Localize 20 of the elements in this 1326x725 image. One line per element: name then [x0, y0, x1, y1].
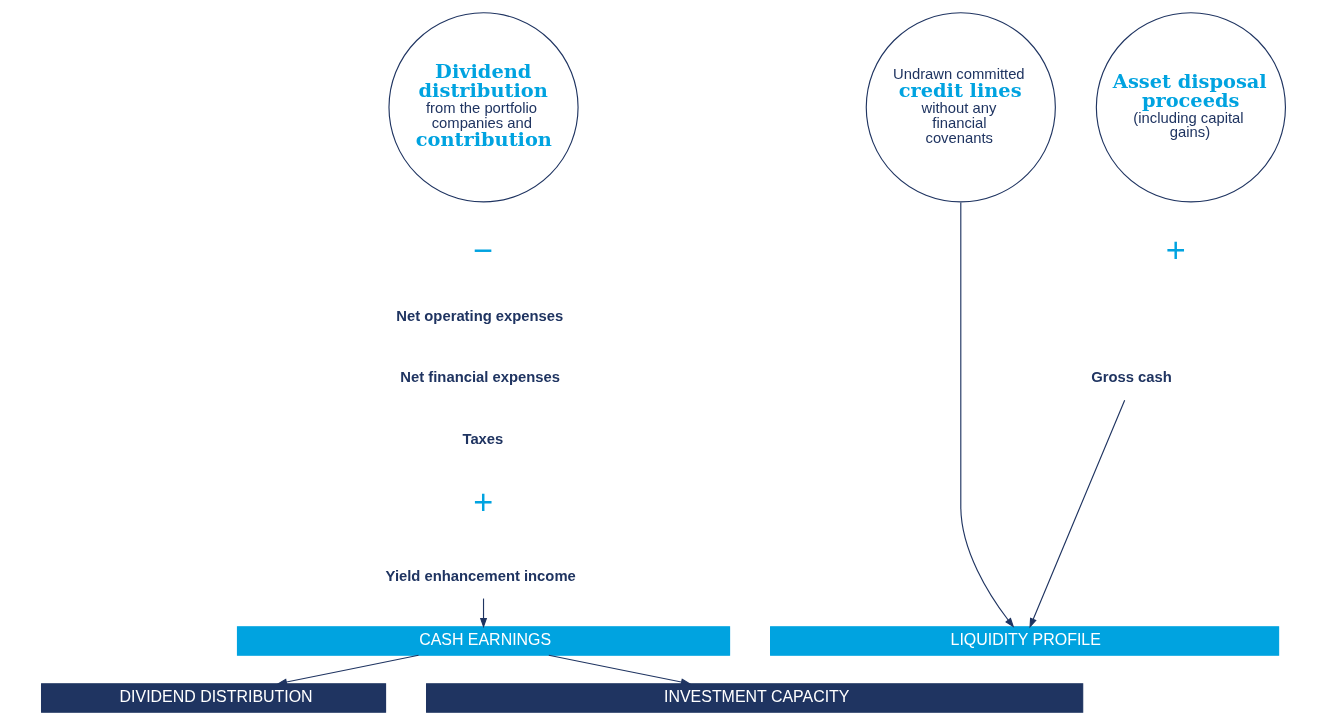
- node-text: Gross cash: [1090, 369, 1172, 386]
- arrow: [276, 654, 419, 686]
- node-box: LIQUIDITY PROFILE: [769, 626, 1279, 656]
- node-circle: Dividend distribution from the portfolio companies and contribution: [387, 12, 579, 203]
- node-box: DIVIDEND DISTRIBUTION: [40, 683, 386, 713]
- arrow: [1028, 399, 1125, 629]
- node-text: Yield enhancement income: [385, 567, 576, 584]
- label: Net financial expenses: [399, 369, 560, 386]
- label: Net operating expenses: [395, 307, 563, 324]
- node-box: INVESTMENT CAPACITY: [425, 683, 1083, 713]
- arrow: [479, 597, 487, 629]
- node-circle: Undrawn committed credit lines without any financial covenants: [865, 12, 1056, 203]
- arrow: [547, 654, 691, 686]
- label: +: [472, 483, 493, 521]
- label: Taxes: [461, 430, 503, 447]
- arrow: [959, 201, 1014, 628]
- label: +: [1165, 231, 1186, 270]
- node-box: CASH EARNINGS: [236, 626, 730, 656]
- node-circle: Asset disposal proceeds (including capital gains): [1095, 12, 1286, 203]
- label: −: [472, 231, 493, 270]
